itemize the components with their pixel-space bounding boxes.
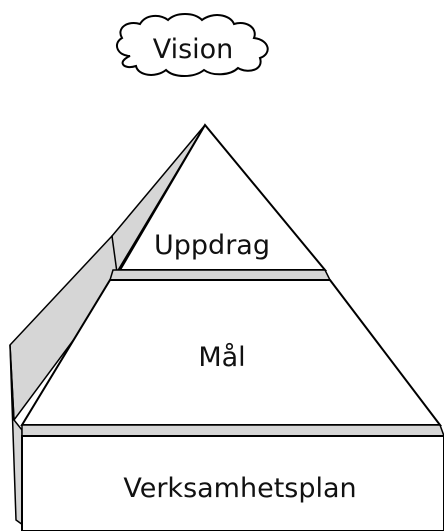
level-verksamhetsplan: Verksamhetsplan (21, 435, 444, 531)
level-verksamhetsplan-face (21, 435, 444, 531)
level-verksamhetsplan-label: Verksamhetsplan (123, 473, 356, 504)
vision-label: Vision (153, 34, 234, 65)
level-uppdrag-label: Uppdrag (154, 230, 270, 261)
level-mal-ledge (21, 424, 444, 437)
vision-cloud: Vision (115, 13, 269, 77)
level-mal-label: Mål (198, 342, 245, 373)
level-uppdrag-ledge (108, 269, 332, 281)
cloud-shape (115, 13, 269, 77)
level-mal: Mål (20, 279, 444, 437)
